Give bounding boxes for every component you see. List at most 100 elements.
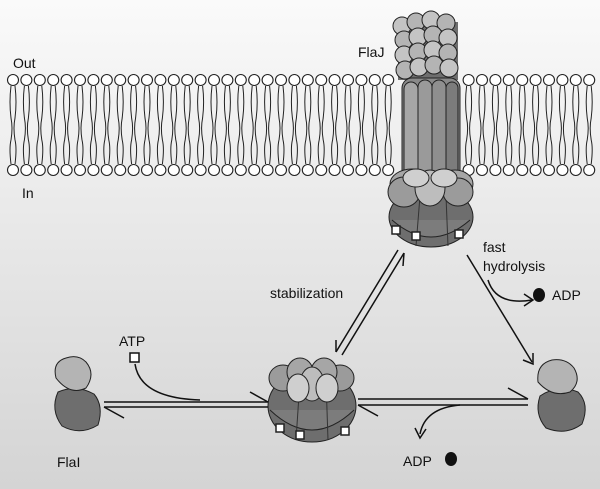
lipid-head	[341, 73, 355, 87]
lipid-head	[301, 163, 314, 177]
lipid-head	[529, 163, 542, 177]
lipid-head	[100, 163, 113, 177]
lipid-head	[462, 73, 475, 87]
adp-release-arrow-top	[487, 279, 533, 302]
lipid-head	[181, 73, 194, 87]
lipid-head	[60, 163, 73, 177]
atp-binding-arrow	[134, 363, 201, 401]
lipid-head	[556, 73, 569, 87]
lipid-head	[328, 73, 341, 87]
lipid-head	[6, 73, 20, 87]
lipid-head	[516, 73, 529, 87]
equilibrium-arrow-right	[357, 387, 529, 417]
lipid-head	[20, 73, 33, 87]
flaj-membrane-complex	[387, 10, 474, 248]
lipid-head	[154, 163, 167, 177]
lipid-head	[87, 163, 100, 177]
lipid-head	[529, 73, 542, 87]
lipid-head	[516, 163, 529, 177]
lipid-head	[167, 163, 180, 177]
lipid-head	[234, 163, 247, 177]
lipid-head	[328, 163, 341, 177]
lipid-head	[33, 163, 46, 177]
lipid-head	[140, 73, 154, 87]
lipid-head	[315, 163, 328, 177]
lipid-head	[489, 73, 502, 87]
lipid-head	[569, 73, 582, 87]
lipid-head	[33, 73, 46, 87]
reaction-arrows	[103, 249, 535, 440]
lipid-head	[194, 73, 207, 87]
lipid-head	[583, 73, 596, 87]
lipid-head	[60, 73, 73, 87]
flai-monomer-right	[537, 359, 586, 432]
lipid-head	[288, 73, 301, 87]
lipid-head	[261, 163, 274, 177]
equilibrium-arrow-left	[103, 391, 269, 419]
lipid-head	[47, 163, 60, 177]
lipid-head	[556, 163, 569, 177]
adp-bottom-label: ADP	[403, 453, 432, 469]
fast-label: fast	[483, 239, 506, 255]
flai-hexamer	[267, 357, 357, 443]
lipid-head	[20, 163, 33, 177]
adp-release-arrow-bottom	[419, 404, 461, 435]
lipid-head	[382, 73, 395, 87]
lipid-head	[502, 73, 515, 87]
lipid-head	[475, 73, 489, 87]
lipid-head	[6, 163, 20, 177]
atp-symbol	[129, 352, 140, 363]
lipid-head	[355, 163, 368, 177]
lipid-head	[207, 163, 221, 177]
adp-top-label: ADP	[552, 287, 581, 303]
lipid-head	[127, 163, 140, 177]
adp-top-symbol	[533, 288, 545, 302]
lipid-head	[274, 73, 288, 87]
lipid-head	[341, 163, 355, 177]
lipid-head	[221, 73, 234, 87]
transmembrane-barrel	[401, 77, 461, 183]
hydrolysis-label: hydrolysis	[483, 258, 545, 274]
lipid-head	[207, 73, 221, 87]
lipid-head	[368, 163, 381, 177]
lipid-head	[569, 163, 582, 177]
lipid-head	[234, 73, 247, 87]
lipid-head	[502, 163, 515, 177]
atp-label: ATP	[119, 333, 145, 349]
lipid-head	[261, 73, 274, 87]
lipid-head	[301, 73, 314, 87]
flaj-label: FlaJ	[358, 44, 384, 60]
lipid-head	[127, 73, 140, 87]
lipid-head	[489, 163, 502, 177]
lipid-head	[181, 163, 194, 177]
lipid-head	[221, 163, 234, 177]
lipid-head	[100, 73, 113, 87]
lipid-head	[248, 73, 261, 87]
lipid-head	[542, 163, 556, 177]
lipid-head	[73, 163, 87, 177]
lipid-head	[114, 163, 127, 177]
lipid-head	[382, 163, 395, 177]
lipid-head	[355, 73, 368, 87]
lipid-head	[47, 73, 60, 87]
filament-stack	[392, 10, 459, 80]
lipid-head	[87, 73, 100, 87]
lipid-bilayer-membrane	[6, 73, 596, 177]
lipid-head	[167, 73, 180, 87]
flai-label: FlaI	[57, 454, 80, 470]
stabilization-arrow	[335, 249, 405, 356]
in-label: In	[22, 185, 34, 201]
fast-hydrolysis-arrow	[466, 254, 533, 363]
lipid-head	[542, 73, 556, 87]
lipid-head	[274, 163, 288, 177]
lipid-head	[288, 163, 301, 177]
lipid-head	[73, 73, 87, 87]
lipid-head	[140, 163, 154, 177]
stabilization-label: stabilization	[270, 285, 343, 301]
lipid-head	[194, 163, 207, 177]
lipid-head	[315, 73, 328, 87]
lipid-head	[114, 73, 127, 87]
lipid-head	[475, 163, 489, 177]
flai-monomer	[54, 356, 101, 432]
